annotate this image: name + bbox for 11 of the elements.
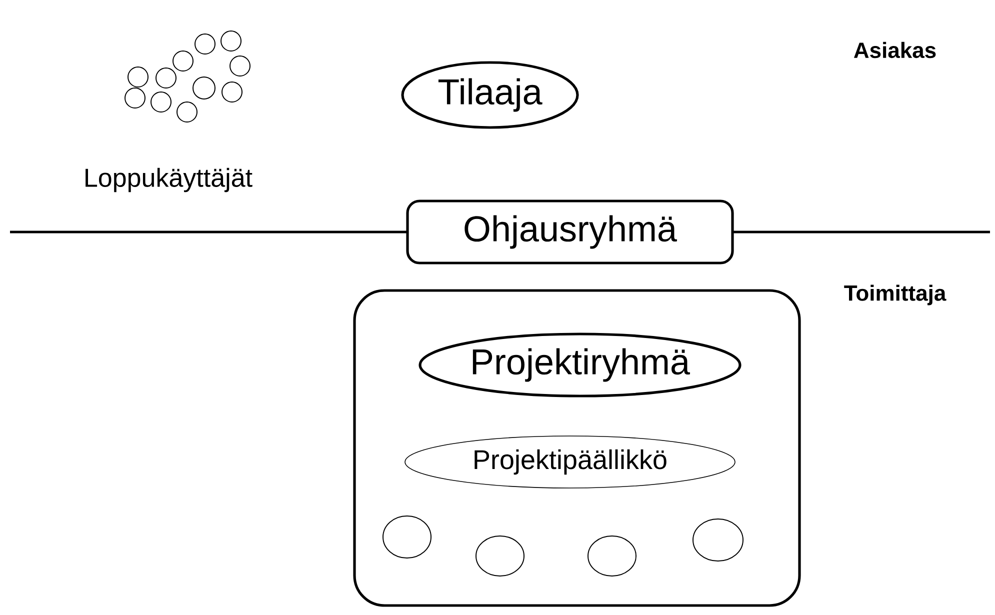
- circle: [382, 516, 432, 558]
- circle: [476, 536, 524, 576]
- ellipse-node: Projektipäällikkö: [404, 436, 736, 488]
- heading-label: Asiakas: [854, 42, 936, 58]
- rounded-box: Ohjausryhmä: [406, 200, 734, 264]
- text-label: Loppukäyttäjät: [86, 168, 252, 192]
- ellipse-node: Tilaaja: [401, 61, 579, 129]
- circle: [588, 536, 636, 576]
- heading-label: Toimittaja: [844, 284, 946, 306]
- circle: [692, 518, 744, 562]
- ellipse-node: Projektiryhmä: [418, 332, 742, 398]
